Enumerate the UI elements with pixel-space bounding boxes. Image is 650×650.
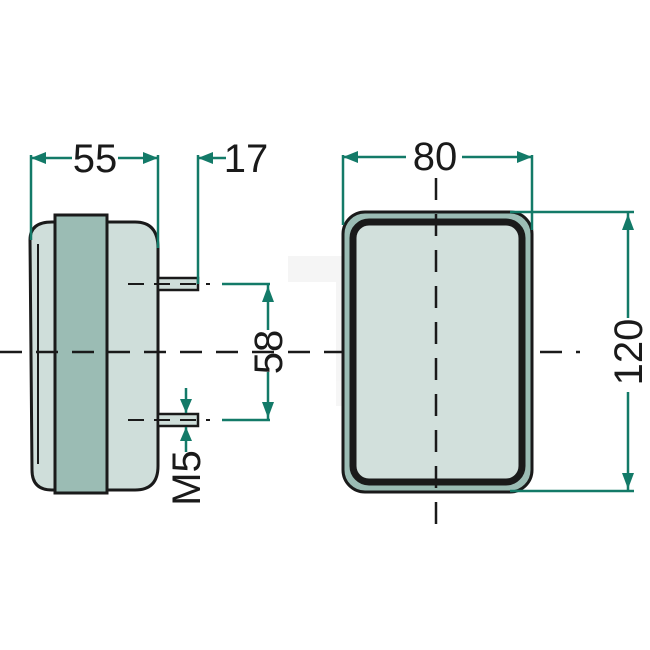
dimension-thread-label: M5 (165, 450, 209, 506)
front-view (341, 178, 534, 528)
front-dimensions (341, 151, 634, 493)
dimension-stud-spacing-label: 58 (247, 330, 291, 375)
dimension-width-label: 80 (413, 135, 458, 179)
dimension-height-label: 120 (607, 319, 650, 386)
side-view (28, 213, 210, 495)
dimension-stud-length-label: 17 (224, 137, 269, 181)
mounting-band (53, 213, 109, 495)
side-dimensions (29, 152, 274, 452)
dimension-depth-label: 55 (73, 137, 118, 181)
lamp-lens (349, 218, 526, 486)
